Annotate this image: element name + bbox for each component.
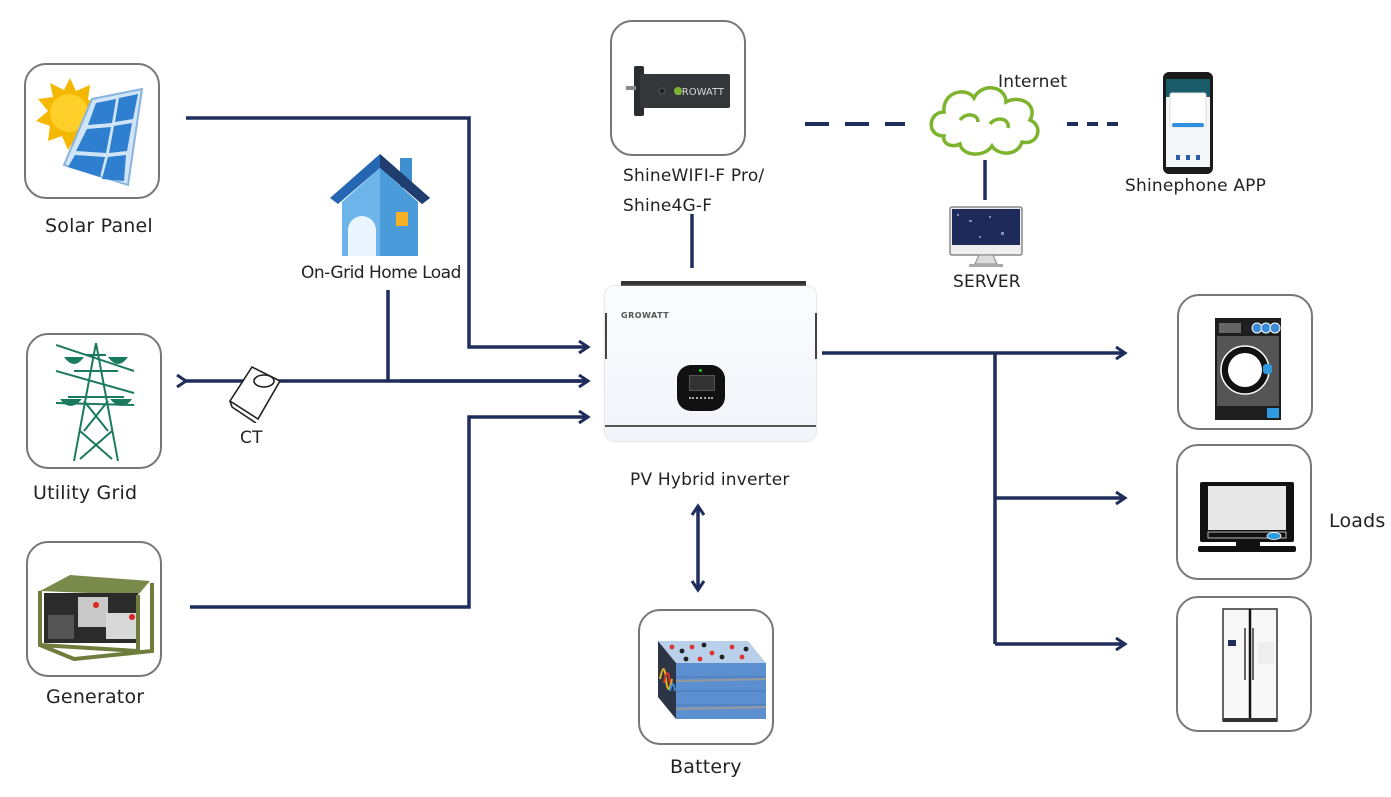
load-television[interactable] [1176, 444, 1312, 580]
loads-label: Loads [1329, 510, 1386, 532]
smartphone-icon[interactable] [1162, 71, 1214, 175]
shine-wifi-label: ShineWIFI-F Pro/ Shine4G-F [623, 161, 764, 221]
load-washing-machine[interactable] [1177, 294, 1313, 430]
battery-icon [658, 641, 767, 719]
shine-wifi-label-line2: Shine4G-F [623, 196, 713, 216]
fridge-icon [1222, 608, 1278, 722]
washing-machine-icon [1215, 318, 1281, 420]
wire-solar-inverter [186, 116, 588, 347]
ct-label: CT [240, 428, 263, 448]
home-load-label: On-Grid Home Load [301, 263, 461, 283]
generator-icon [38, 575, 154, 661]
cloud-icon[interactable] [926, 82, 1044, 158]
generator-node[interactable] [26, 541, 162, 677]
dongle-brand: GROWATT [674, 87, 725, 98]
inverter-body [605, 286, 816, 441]
tv-icon [1198, 482, 1296, 552]
app-label: Shinephone APP [1125, 176, 1267, 196]
load-refrigerator[interactable] [1176, 596, 1312, 732]
server-label: SERVER [953, 272, 1021, 292]
inverter-node[interactable]: GROWATT [603, 281, 818, 449]
power-tower-icon [56, 342, 135, 462]
current-transformer-icon[interactable] [226, 365, 284, 423]
inverter-lcd [689, 375, 715, 391]
house-icon[interactable] [330, 152, 430, 258]
generator-label: Generator [46, 686, 145, 708]
inverter-buttons[interactable] [689, 397, 713, 403]
utility-grid-node[interactable] [26, 333, 162, 469]
solar-panel-label: Solar Panel [45, 215, 153, 237]
inverter-display-panel[interactable] [677, 365, 725, 411]
solar-panel-icon [36, 78, 144, 187]
inverter-label: PV Hybrid inverter [630, 470, 790, 490]
battery-node[interactable] [638, 609, 774, 745]
monitor-icon[interactable] [949, 206, 1025, 270]
shine-wifi-label-line1: ShineWIFI-F Pro/ [623, 166, 765, 186]
shine-wifi-node[interactable]: GROWATT [610, 20, 746, 156]
inverter-top-mount [621, 281, 806, 287]
battery-label: Battery [670, 756, 742, 778]
internet-label: Internet [998, 72, 1068, 92]
wire-generator-inverter [190, 417, 588, 609]
solar-panel-node[interactable] [24, 63, 160, 199]
inverter-brand: GROWATT [621, 311, 670, 320]
utility-grid-label: Utility Grid [33, 482, 138, 504]
wifi-dongle-icon: GROWATT [626, 66, 730, 116]
